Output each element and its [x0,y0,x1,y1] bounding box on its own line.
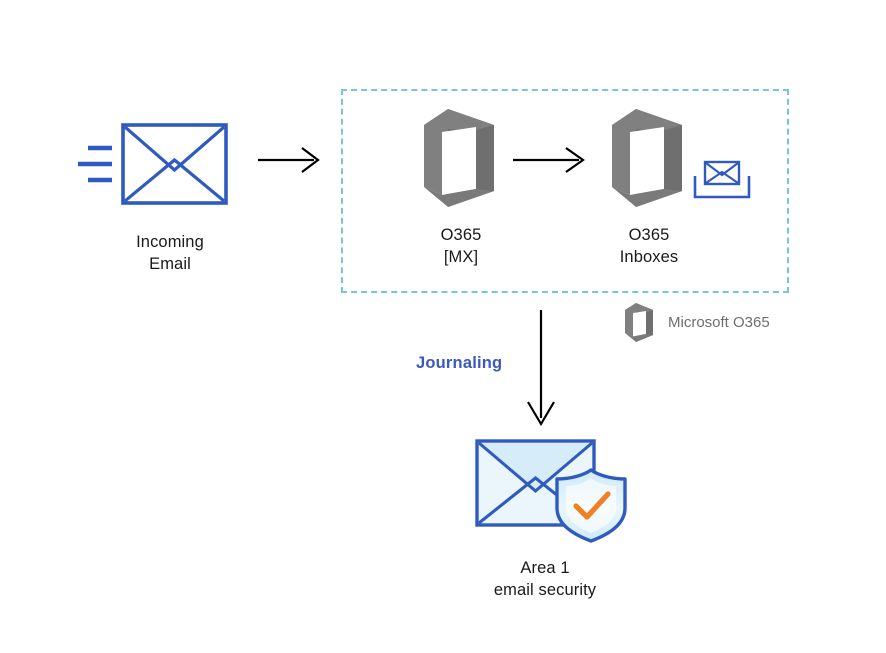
caption-line-2: Inboxes [619,247,679,266]
node-o365-mx: O365 [MX] [372,105,550,269]
node-caption: Incoming Email [70,232,270,276]
caption-line-2: [MX] [443,247,479,266]
arrow-inboxes-to-area1 [518,310,564,428]
caption-line-1: Incoming [136,233,204,251]
inbox-tray-envelope-icon [693,158,751,200]
legend-item-microsoft-o365: Microsoft O365 [619,301,770,343]
microsoft-office-logo-icon [372,105,550,207]
caption-line-2: Email [149,254,191,273]
caption-line-1: O365 [440,226,482,244]
caption-line-1: Area 1 [520,559,570,577]
node-caption: Area 1 email security [445,558,645,602]
envelope-with-motion-lines-icon [70,118,270,210]
node-caption: O365 Inboxes [560,225,738,269]
caption-line-2: email security [493,580,597,599]
microsoft-office-logo-icon [560,105,738,207]
microsoft-office-logo-icon [619,301,657,343]
arrow-incoming-to-o365-mx [258,140,322,180]
node-caption: O365 [MX] [372,225,550,269]
legend-item-label: Microsoft O365 [668,313,770,331]
caption-line-1: O365 [628,226,670,244]
node-area1-email-security: Area 1 email security [445,432,645,602]
node-incoming-email: Incoming Email [70,118,270,276]
microsoft-o365-boundary [341,89,789,293]
envelope-with-shield-check-icon [445,432,645,543]
edge-label-journaling: Journaling [416,354,503,372]
node-o365-inboxes: O365 Inboxes [560,105,738,269]
arrow-o365-mx-to-inboxes [513,140,589,180]
